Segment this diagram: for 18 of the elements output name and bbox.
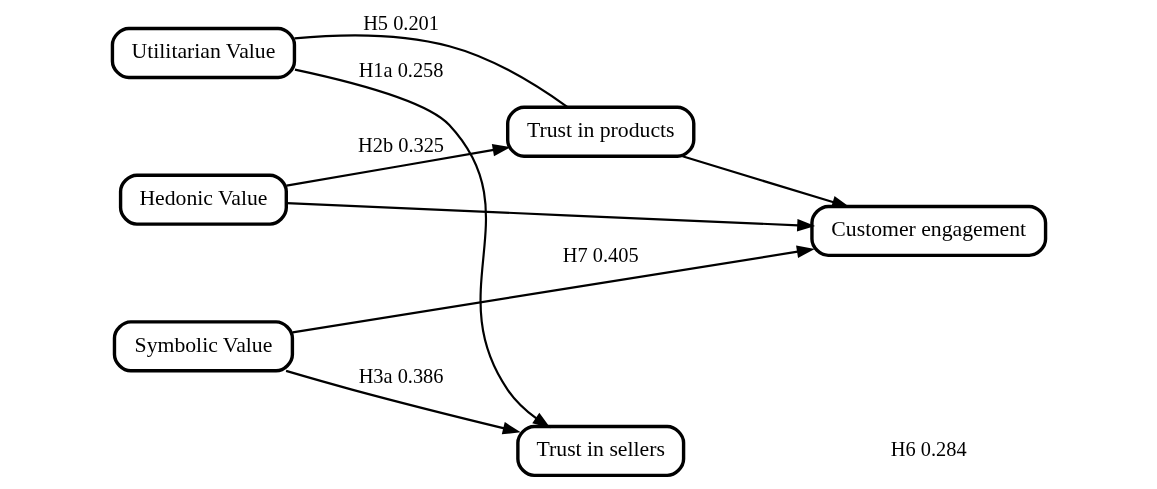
node-box: Symbolic Value — [112, 320, 294, 373]
node-box: Customer engagement — [809, 204, 1047, 258]
label: H6 0.284 — [890, 437, 967, 460]
edge-label: H7 0.405 — [562, 244, 639, 267]
edge-label: H1a 0.258 — [358, 59, 443, 82]
node-box: Utilitarian Value — [110, 26, 296, 80]
arrow — [294, 68, 551, 429]
arrow — [285, 369, 521, 435]
arrow — [286, 202, 815, 232]
connector — [293, 34, 568, 108]
arrow — [292, 245, 815, 334]
edge-label: H2b 0.325 — [357, 134, 444, 157]
arrow — [285, 143, 511, 187]
edge-label: H5 0.201 — [362, 11, 439, 34]
node-box: Trust in sellers — [515, 424, 685, 478]
edge-label: H3a 0.386 — [358, 365, 443, 388]
node-box: Hedonic Value — [118, 173, 288, 226]
node-box: Trust in products — [505, 105, 695, 158]
